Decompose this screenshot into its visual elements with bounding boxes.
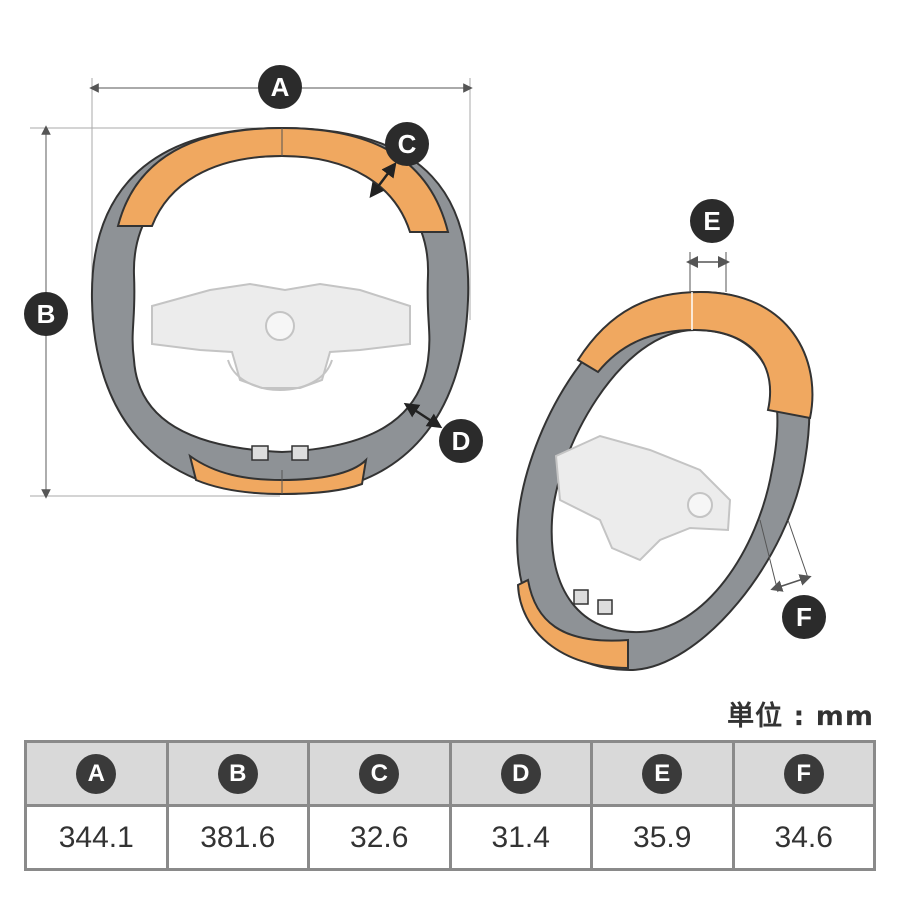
dimension-table: A B C D E F 344.1 381.6 32.6 31.4 35.9 3… — [24, 740, 876, 871]
unit-label: 単位 : mm — [727, 701, 874, 732]
table-header-row: A B C D E F — [24, 740, 876, 807]
value-cell-c: 32.6 — [307, 804, 452, 871]
value-cell-a: 344.1 — [24, 804, 169, 871]
table-header-cell: A — [24, 740, 169, 807]
svg-text:E: E — [703, 206, 720, 236]
table-header-cell: B — [165, 740, 310, 807]
table-header-cell: C — [307, 740, 452, 807]
header-badge-c: C — [359, 753, 400, 794]
dimension-c-arrow — [369, 162, 397, 198]
svg-text:C: C — [398, 129, 417, 159]
header-badge-e: E — [642, 753, 683, 794]
table-header-cell: D — [448, 740, 593, 807]
steering-wheel-diagram: A B C D E F — [24, 65, 826, 672]
header-badge-d: D — [500, 753, 541, 794]
label-d: D — [439, 419, 483, 463]
value-cell-d: 31.4 — [448, 804, 593, 871]
label-b: B — [24, 292, 68, 336]
svg-text:B: B — [37, 299, 56, 329]
value-cell-b: 381.6 — [165, 804, 310, 871]
table-header-cell: F — [731, 740, 876, 807]
dimension-f-line — [770, 574, 812, 592]
svg-text:D: D — [452, 426, 471, 456]
table-row: 344.1 381.6 32.6 31.4 35.9 34.6 — [24, 804, 876, 871]
value-cell-f: 34.6 — [731, 804, 876, 871]
header-badge-a: A — [76, 753, 117, 794]
svg-text:F: F — [796, 602, 812, 632]
front-wheel — [30, 78, 473, 499]
label-f: F — [782, 595, 826, 639]
dimension-d-arrow — [403, 402, 443, 429]
table-header-cell: E — [590, 740, 735, 807]
svg-text:A: A — [271, 72, 290, 102]
header-badge-f: F — [783, 753, 824, 794]
label-e: E — [690, 199, 734, 243]
side-wheel — [516, 252, 814, 672]
label-a: A — [258, 65, 302, 109]
header-badge-b: B — [217, 753, 258, 794]
label-c: C — [385, 122, 429, 166]
value-cell-e: 35.9 — [590, 804, 735, 871]
